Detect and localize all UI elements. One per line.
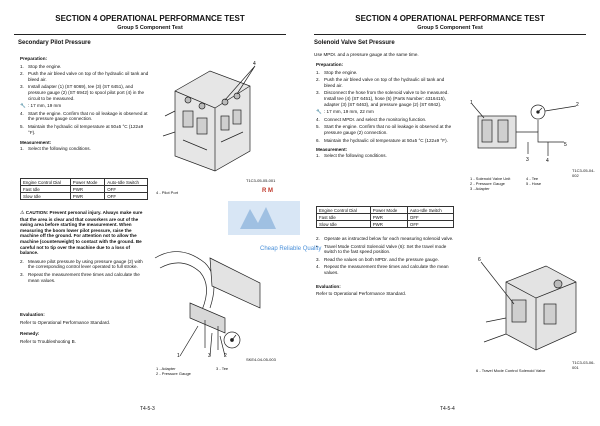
preparation-block: Preparation: 1.Stop the engine. 2.Push t… [20, 56, 150, 153]
right-page-header: SECTION 4 OPERATIONAL PERFORMANCE TEST [355, 14, 545, 23]
svg-text:4: 4 [253, 61, 256, 67]
svg-text:6: 6 [478, 257, 481, 263]
evaluation-text: Refer to Operational Performance Standar… [20, 319, 111, 325]
caution-label: CAUTION: [25, 210, 49, 215]
intro-text: Use MPDr. and a pressure gauge at the sa… [314, 52, 419, 57]
table-header: Engine Control Dial [316, 206, 371, 214]
solenoid-gauge-figure: 1 2 3 4 5 [470, 100, 579, 164]
caution-text: Prevent personal injury. Always make sur… [20, 210, 143, 256]
table-header: Power Mode [369, 206, 408, 214]
right-page: SECTION 4 OPERATIONAL PERFORMANCE TEST G… [300, 0, 600, 426]
figure-caption-list: 4 - Tee 5 - Hose [526, 176, 542, 186]
page-number: T4-5-3 [140, 406, 155, 412]
evaluation-text: Refer to Operational Performance Standar… [316, 291, 407, 297]
remedy-text: Refer to Troubleshooting B. [20, 338, 76, 344]
prep-step: 6.Maintain the hydraulic oil temperature… [316, 137, 448, 143]
wrench-icon: 🔧 [316, 109, 322, 115]
measurement-label: Measurement: [20, 140, 52, 146]
watermark-logo-text: R M [262, 188, 273, 194]
meas-step: 3.Read the values on both MPDr. and the … [316, 256, 439, 262]
meas-step: 4.Repeat the measurement three times and… [316, 264, 449, 275]
watermark-logo [228, 201, 300, 235]
svg-text:2: 2 [224, 353, 227, 358]
measurement-steps: 2.Operate as instructed below for each m… [316, 236, 456, 297]
svg-text:1: 1 [470, 100, 473, 106]
prep-step: 1.Stop the engine. [316, 69, 358, 75]
conditions-table: Engine Control Dial Power Mode Auto-Idle… [20, 178, 148, 200]
prep-step: 3.Disconnect the hose from the solenoid … [316, 90, 449, 107]
left-page-header: SECTION 4 OPERATIONAL PERFORMANCE TEST [55, 14, 245, 23]
svg-text:5: 5 [564, 142, 567, 148]
figure-id: SKE4-04-05-003 [246, 357, 276, 362]
preparation-label: Preparation: [20, 56, 48, 61]
meas-step: 3.Repeat the measurement three times and… [20, 271, 140, 283]
left-page-subheader: Group 5 Component Test [117, 25, 183, 31]
wrench-size: 🔧: 17 mm, 19 mm [20, 103, 62, 109]
section-title: Secondary Pilot Pressure [18, 40, 91, 46]
section-title: Solenoid Valve Set Pressure [314, 40, 395, 46]
evaluation-block: Evaluation: Refer to Operational Perform… [20, 312, 148, 344]
figure-caption-list: 1 - Solenoid Valve Unit 2 - Pressure Gau… [470, 176, 511, 191]
wrench-icon: 🔧 [20, 103, 26, 109]
meas-step: 2.Operate as instructed below for each m… [316, 236, 454, 241]
prep-step: 5.Start the engine. Confirm that no oil … [316, 124, 452, 135]
header-rule [314, 34, 586, 35]
conditions-table: Engine Control Dial Power Mode Auto-Idle… [316, 206, 455, 228]
measurement-label: Measurement: [316, 147, 348, 153]
meas-substep: •Travel Mode Control Solenoid Valve (6):… [316, 243, 447, 255]
meas-step: 2.Measure pilot pressure by using pressu… [20, 258, 143, 270]
warning-icon: ⚠ [20, 210, 25, 216]
prep-step: 2.Push the air bleed valve on top of the… [316, 77, 445, 88]
svg-text:3: 3 [526, 157, 529, 163]
caution-block: ⚠ CAUTION: Prevent personal injury. Alwa… [20, 210, 148, 285]
evaluation-label: Evaluation: [316, 283, 341, 289]
svg-text:4: 4 [546, 158, 549, 164]
figure-caption: 4 - Pilot Port [156, 190, 179, 195]
left-page: SECTION 4 OPERATIONAL PERFORMANCE TEST G… [14, 14, 286, 412]
prep-step: 4.Start the engine. Confirm that no oil … [20, 110, 148, 122]
gauge-installation-figure: 1 3 2 [154, 251, 261, 358]
prep-step: 5.Maintain the hydraulic oil temperature… [20, 123, 144, 135]
prep-step: 3.Install adapter (1) (ST 6069), tee (3)… [20, 84, 145, 101]
right-page-subheader: Group 5 Component Test [417, 25, 483, 31]
evaluation-label: Evaluation: [20, 312, 45, 317]
preparation-label: Preparation: [316, 62, 344, 67]
table-header: Engine Control Dial [20, 178, 71, 186]
svg-text:1: 1 [177, 353, 180, 358]
control-valve-figure: 4 [162, 61, 256, 172]
figure-id: T1C3-05-04-002 [572, 168, 595, 178]
svg-text:2: 2 [576, 102, 579, 108]
travel-solenoid-figure: 6 [478, 257, 577, 351]
meas-step: 1.Select the following conditions. [316, 152, 387, 158]
prep-step: 2.Push the air bleed valve on top of the… [20, 71, 149, 82]
prep-step: 1.Stop the engine. [20, 63, 62, 69]
figure-id: T1C3-05-05-001 [246, 178, 276, 183]
header-rule [14, 34, 286, 35]
figure-caption-list: 1 - Adapter 2 - Pressure Gauge [156, 366, 191, 376]
svg-text:3: 3 [208, 353, 211, 358]
table-header: Auto-Idle Switch [406, 206, 455, 214]
figure-caption: 6 - Travel Mode Control Solenoid Valve [476, 368, 546, 373]
figure-caption-list: 3 - Tee [216, 366, 229, 371]
table-header: Auto-Idle Switch [104, 178, 148, 186]
wrench-size: 🔧: 17 mm, 19 mm, 22 mm [316, 109, 374, 115]
preparation-block: Preparation: 1.Stop the engine. 2.Push t… [316, 62, 456, 160]
watermark-site-text: Cheap Reliable Quality [260, 246, 322, 252]
table-header: Power Mode [69, 178, 106, 186]
remedy-label: Remedy: [20, 331, 40, 337]
figure-id: T1C3-03-06-001 [572, 360, 595, 370]
prep-step: 4.Connect MPDr. and select the monitorin… [316, 116, 427, 122]
meas-step: 1.Select the following conditions. [20, 145, 91, 151]
page-number: T4-5-4 [440, 406, 455, 412]
